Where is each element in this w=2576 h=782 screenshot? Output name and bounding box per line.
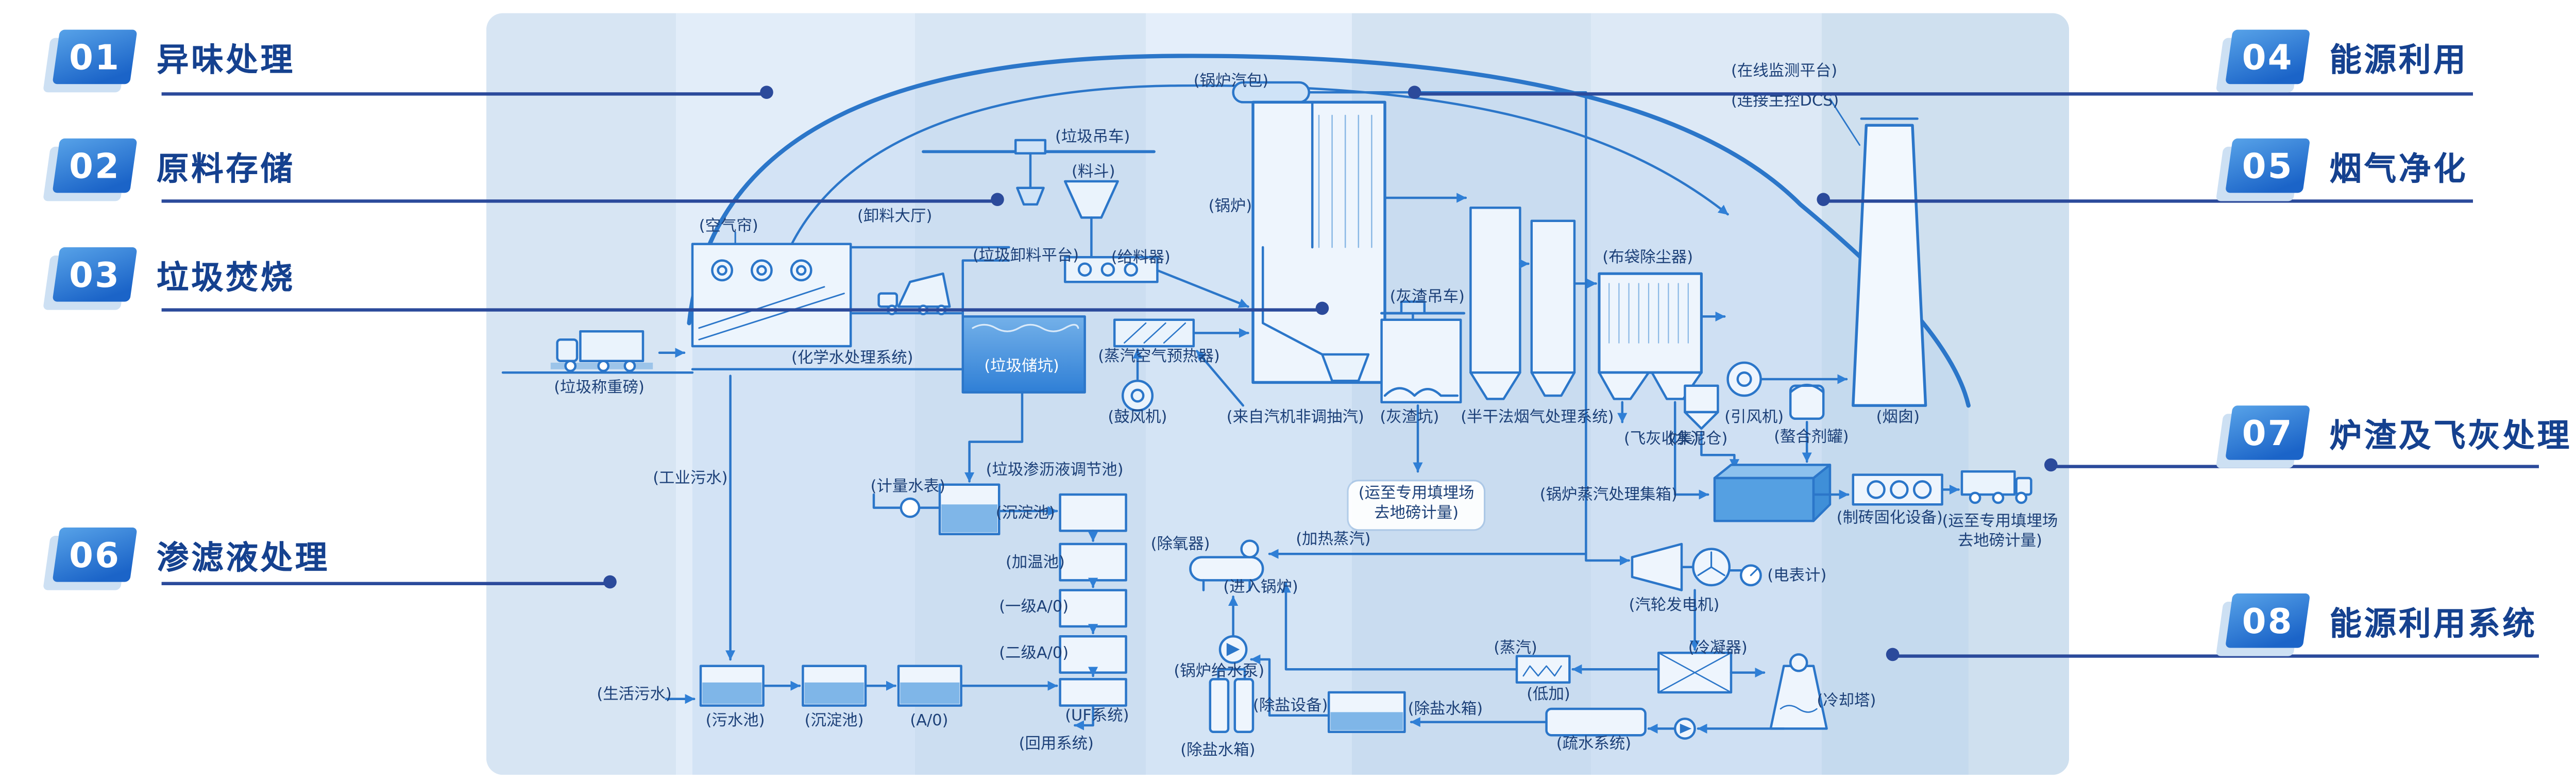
leader-dot-06: [603, 575, 617, 589]
section-title: 炉渣及飞灰处理: [2329, 417, 2572, 455]
section-title: 原料存储: [157, 150, 295, 188]
section-raw-material-storage: 02 原料存储: [52, 138, 295, 193]
waste-pit-shape: [961, 315, 1086, 394]
id-fan-chimney-shapes: [1726, 98, 1927, 407]
waste-crane-shape: [922, 139, 1156, 206]
section-number: 02: [69, 146, 121, 185]
section-number-badge: 05: [2225, 138, 2311, 193]
chelating-tank-shape: [1789, 384, 1825, 463]
leader-dot-03: [1315, 301, 1329, 315]
section-energy-utilization-system: 08 能源利用系统: [2225, 593, 2537, 648]
air-curtain-room: [691, 231, 964, 371]
slurry-tank-shape: [1713, 464, 1850, 522]
leader-line-03: [161, 308, 1323, 312]
boiler-shape: [1232, 81, 1386, 384]
leader-line-06: [161, 582, 611, 585]
leader-dot-04: [1408, 86, 1421, 99]
section-number: 05: [2242, 146, 2294, 185]
section-number: 08: [2242, 601, 2294, 641]
section-title: 异味处理: [157, 41, 295, 79]
bag-filter-shape: [1598, 272, 1726, 500]
section-number-badge: 01: [52, 29, 138, 84]
section-number-badge: 04: [2225, 29, 2311, 84]
leader-line-08: [1892, 654, 2539, 658]
leader-dot-07: [2044, 458, 2058, 472]
unloading-hall-shapes: [849, 246, 1010, 318]
section-odor-treatment: 01 异味处理: [52, 29, 295, 84]
leader-dot-05: [1817, 193, 1830, 206]
section-flue-gas-purification: 05 烟气净化: [2225, 138, 2468, 193]
leader-dot-08: [1886, 648, 1900, 661]
weighbridge-truck: [550, 330, 686, 372]
inner-duct-arc: [767, 84, 1729, 325]
section-number-badge: 08: [2225, 593, 2311, 648]
sewage-chain-shapes: [665, 375, 1058, 707]
leader-line-05: [1823, 199, 2473, 203]
section-number: 03: [69, 254, 121, 295]
cement-silo-shape: [1684, 384, 1740, 470]
section-number: 04: [2242, 37, 2294, 77]
section-number: 06: [69, 535, 121, 575]
section-number: 01: [69, 37, 121, 77]
section-number: 07: [2242, 413, 2294, 453]
section-energy-utilization: 04 能源利用: [2225, 29, 2468, 84]
section-title: 渗滤液处理: [157, 539, 330, 577]
semi-dry-reactor-shapes: [1383, 193, 1597, 400]
leader-dot-02: [991, 193, 1004, 206]
leader-line-01: [161, 92, 767, 96]
section-title: 烟气净化: [2329, 150, 2468, 188]
section-number-badge: 06: [52, 528, 138, 582]
section-title: 能源利用: [2329, 41, 2468, 79]
brick-solidification-shapes: [1852, 470, 2032, 506]
section-number-badge: 02: [52, 138, 138, 193]
section-slag-fly-ash-treatment: 07 炉渣及飞灰处理: [2225, 405, 2572, 460]
section-title: 垃圾焚烧: [157, 259, 295, 297]
leachate-shapes: [872, 391, 1127, 730]
leader-line-07: [2050, 465, 2539, 468]
section-title: 能源利用系统: [2329, 605, 2537, 643]
diagram-artwork: [501, 54, 2032, 740]
leader-dot-01: [760, 86, 773, 99]
leader-line-02: [161, 199, 998, 203]
hopper-feeder-shapes: [1063, 180, 1249, 308]
section-number-badge: 07: [2225, 405, 2311, 460]
ash-pit-shapes: [1380, 300, 1466, 473]
section-number-badge: 03: [52, 247, 138, 302]
steam-air-preheater-shape: [1113, 318, 1249, 412]
leader-line-04: [1414, 92, 2473, 96]
section-leachate-treatment: 06 渗滤液处理: [52, 528, 330, 582]
diagram-panel-background: [486, 13, 2069, 775]
section-waste-incineration: 03 垃圾焚烧: [52, 247, 295, 302]
